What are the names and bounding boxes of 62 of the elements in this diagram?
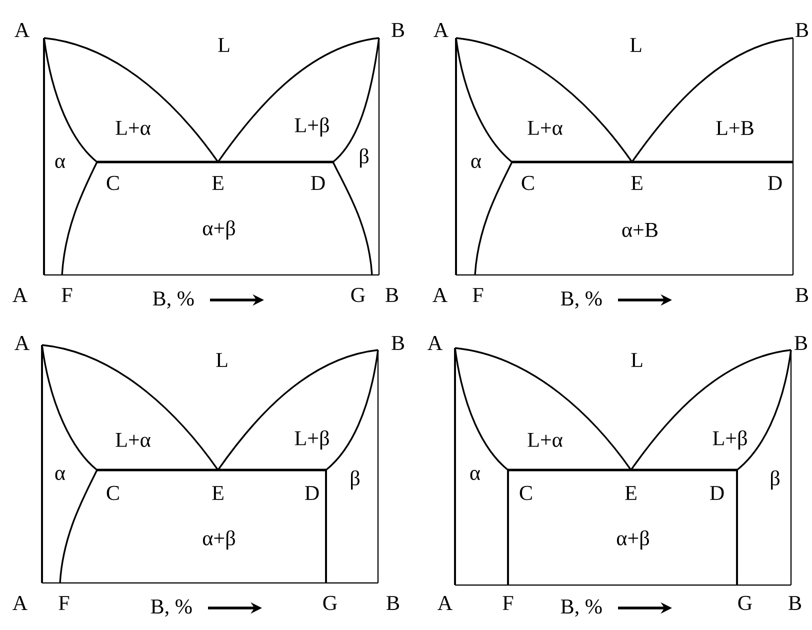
phase-label: L+β <box>712 430 747 450</box>
point-label: E <box>631 176 642 190</box>
point-label: D <box>710 486 724 500</box>
phase-label: α+β <box>202 220 235 240</box>
point-label: B <box>796 288 808 302</box>
phase-label: L <box>218 38 230 52</box>
point-label: D <box>768 176 782 190</box>
phase-label: β <box>351 470 360 490</box>
point-label: E <box>625 486 636 500</box>
point-label: E <box>212 176 224 190</box>
point-label: A <box>14 23 30 37</box>
phase-label: L+α <box>116 121 150 135</box>
point-label: E <box>212 486 224 500</box>
point-label: C <box>520 486 532 500</box>
axis-label: B, % <box>560 599 602 617</box>
point-label: C <box>106 176 119 190</box>
point-label: F <box>58 596 70 610</box>
point-label: B <box>794 336 807 350</box>
point-label: A <box>12 596 28 610</box>
phase-label: α+B <box>622 223 658 237</box>
point-label: B <box>386 288 398 302</box>
point-label: A <box>12 288 28 302</box>
point-label: B <box>386 596 399 610</box>
point-label: D <box>305 486 319 500</box>
phase-label: L <box>631 353 642 367</box>
phase-label: α+β <box>616 530 649 550</box>
point-label: B <box>788 596 801 610</box>
phase-label: α+β <box>202 530 235 550</box>
axis-label: B, % <box>560 291 602 309</box>
point-label: B <box>796 23 808 37</box>
point-label: B <box>392 336 404 350</box>
point-label: F <box>472 288 484 302</box>
point-label: F <box>62 288 72 302</box>
phase-label: α <box>55 470 66 480</box>
point-label: G <box>351 288 365 302</box>
phase-label: L+α <box>528 433 562 447</box>
phase-label: α <box>55 158 66 168</box>
phase-label: L+B <box>716 121 754 135</box>
phase-label: β <box>771 470 780 490</box>
point-label: A <box>428 336 442 350</box>
point-label: C <box>106 486 119 500</box>
point-label: A <box>432 288 448 302</box>
point-label: A <box>14 336 30 350</box>
point-label: B <box>392 23 404 37</box>
point-label: G <box>738 596 752 610</box>
point-label: C <box>522 176 534 190</box>
axis-label: B, % <box>152 291 194 309</box>
phase-label: L+α <box>528 121 562 135</box>
phase-label: L <box>630 38 642 52</box>
phase-label: L+α <box>116 433 150 447</box>
point-label: A <box>434 23 448 37</box>
point-label: F <box>502 596 514 610</box>
point-label: D <box>311 176 325 190</box>
phase-label: L+β <box>294 430 329 450</box>
point-label: A <box>438 596 452 610</box>
point-label: G <box>323 596 337 610</box>
phase-label: α <box>471 158 482 168</box>
phase-label: L+β <box>294 117 329 137</box>
phase-label: α <box>470 470 480 480</box>
axis-label: B, % <box>150 599 192 617</box>
phase-label: L <box>216 353 228 367</box>
phase-label: β <box>360 148 368 168</box>
